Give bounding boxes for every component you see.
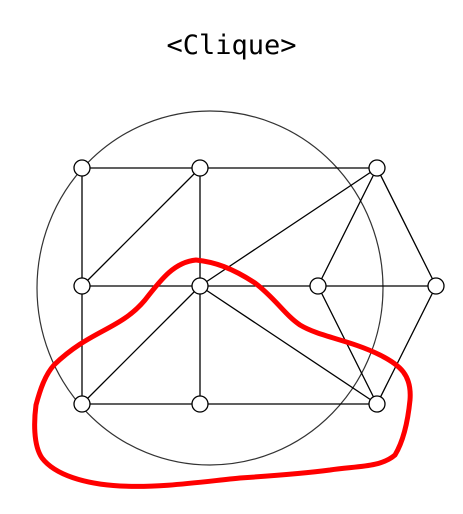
graph-node-n3	[368, 159, 386, 177]
clique-highlight-outline	[32, 257, 413, 489]
graph-node-n7	[427, 277, 445, 295]
graph-node-n1	[73, 159, 91, 177]
bounding-circle	[36, 110, 384, 466]
edge-n2-n4	[81, 167, 201, 287]
graph-node-n4	[73, 277, 91, 295]
graph-node-n2	[191, 159, 209, 177]
graph-node-n10	[368, 395, 386, 413]
graph-node-n5	[191, 277, 209, 295]
edge-n7-n10	[376, 285, 437, 405]
graph-node-n9	[191, 395, 209, 413]
graph-node-n6	[309, 277, 327, 295]
diagram-title: <Clique>	[166, 30, 297, 61]
edge-n5-n10	[199, 285, 378, 405]
edge-n3-n6	[317, 167, 378, 287]
graph-node-n8	[73, 395, 91, 413]
nodes-layer	[73, 159, 445, 413]
edge-n5-n8	[81, 285, 201, 405]
edge-n3-n7	[376, 167, 437, 287]
